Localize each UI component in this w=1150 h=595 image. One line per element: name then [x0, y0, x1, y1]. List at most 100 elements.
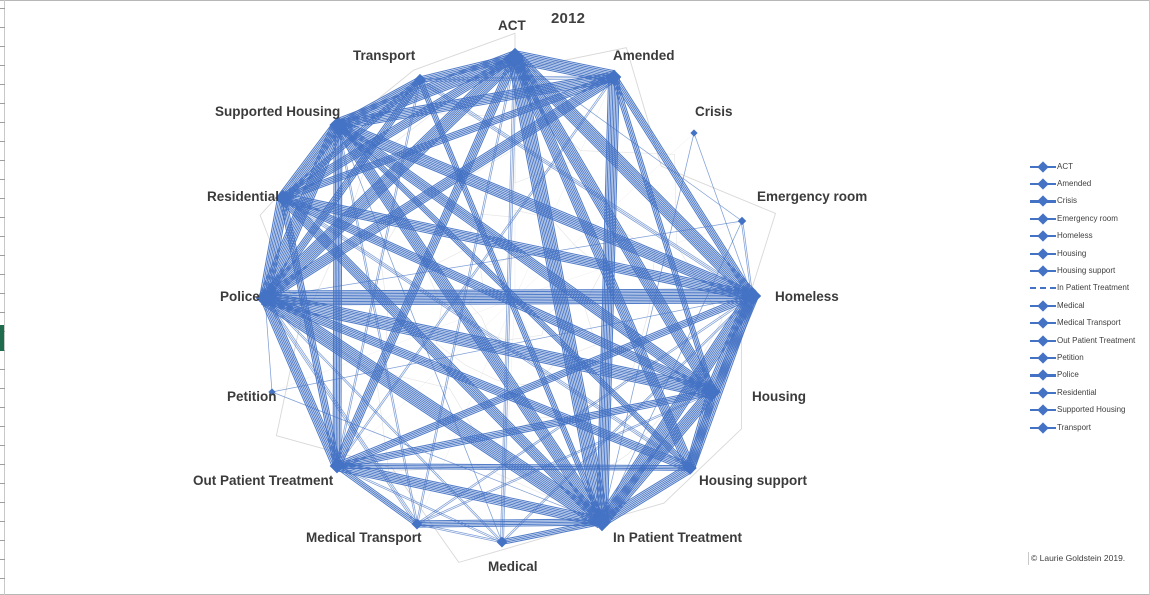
legend-item[interactable]: Medical	[1030, 297, 1150, 314]
network-node-out-patient-treatment[interactable]	[329, 458, 345, 474]
legend-item[interactable]: Out Patient Treatment	[1030, 332, 1150, 349]
network-node-crisis[interactable]	[690, 129, 698, 137]
network-edge	[279, 194, 606, 526]
network-edge	[509, 53, 718, 396]
row-tick	[0, 84, 5, 85]
network-node-amended[interactable]	[606, 69, 622, 85]
legend-item[interactable]: Homeless	[1030, 228, 1150, 245]
node-label-housing-support: Housing support	[699, 473, 807, 488]
network-edge	[263, 291, 714, 399]
legend-series-marker-icon	[1030, 334, 1056, 347]
row-tick	[0, 445, 5, 446]
network-node-supported-housing[interactable]	[329, 116, 347, 134]
row-tick	[0, 369, 5, 370]
legend-item-label: Medical Transport	[1057, 318, 1121, 328]
node-label-petition: Petition	[227, 389, 277, 404]
row-tick	[0, 8, 5, 9]
network-edge	[514, 56, 743, 222]
network-node-layer	[255, 47, 762, 548]
network-edge	[501, 295, 753, 543]
node-label-out-patient-treatment: Out Patient Treatment	[193, 473, 334, 488]
row-tick	[0, 521, 5, 522]
row-tick	[0, 236, 5, 237]
legend-item[interactable]: Emergency room	[1030, 210, 1150, 227]
row-tick	[0, 255, 5, 256]
network-node-housing-support[interactable]	[683, 461, 697, 475]
legend-item[interactable]: Housing	[1030, 245, 1150, 262]
copyright-notice: © Laurie Goldstein 2019.	[1028, 552, 1125, 565]
legend-item[interactable]: Transport	[1030, 419, 1150, 436]
row-tick	[0, 274, 5, 275]
legend-series-marker-icon	[1030, 213, 1056, 225]
network-edge	[260, 52, 520, 303]
active-sheet-marker[interactable]	[0, 325, 4, 351]
legend-item[interactable]: In Patient Treatment	[1030, 280, 1150, 297]
network-node-medical-transport[interactable]	[411, 518, 423, 530]
legend-item-label: Housing	[1057, 248, 1087, 258]
network-node-emergency-room[interactable]	[737, 216, 747, 226]
legend-item[interactable]: Crisis	[1030, 193, 1150, 210]
network-edge	[611, 76, 715, 393]
row-tick	[0, 483, 5, 484]
legend-item[interactable]: ACT	[1030, 158, 1150, 175]
network-edge	[416, 518, 603, 528]
legend-series-marker-icon	[1030, 195, 1056, 208]
network-node-medical[interactable]	[496, 536, 508, 548]
legend-item-label: Supported Housing	[1057, 405, 1126, 415]
row-tick	[0, 65, 5, 66]
legend-item[interactable]: Supported Housing	[1030, 401, 1150, 418]
row-tick	[0, 160, 5, 161]
legend-item[interactable]: Police	[1030, 367, 1150, 384]
row-tick	[0, 388, 5, 389]
legend-series-marker-icon	[1030, 317, 1056, 329]
node-label-residential: Residential	[207, 189, 280, 204]
network-node-police[interactable]	[255, 288, 275, 308]
network-node-transport[interactable]	[413, 73, 427, 87]
row-tick	[0, 464, 5, 465]
network-edge	[264, 297, 503, 543]
legend-item[interactable]: Housing support	[1030, 262, 1150, 279]
legend-series-marker-icon	[1030, 300, 1056, 312]
node-label-in-patient-treatment: In Patient Treatment	[613, 530, 743, 545]
row-tick	[0, 46, 5, 47]
legend-item[interactable]: Amended	[1030, 175, 1150, 192]
node-label-homeless: Homeless	[775, 289, 839, 304]
row-tick	[0, 122, 5, 123]
network-node-petition[interactable]	[268, 388, 276, 396]
network-edge	[336, 464, 503, 544]
network-edge	[416, 522, 503, 544]
legend-item[interactable]: Petition	[1030, 349, 1150, 366]
row-tick	[0, 293, 5, 294]
legend-item-label: Housing support	[1057, 266, 1116, 276]
row-gutter[interactable]	[0, 0, 5, 595]
node-label-transport: Transport	[353, 48, 416, 63]
network-edge	[510, 52, 757, 301]
network-edge	[336, 388, 713, 470]
network-node-act[interactable]	[505, 47, 525, 67]
legend-item[interactable]: Residential	[1030, 384, 1150, 401]
network-edge	[601, 132, 695, 523]
network-node-in-patient-treatment[interactable]	[592, 512, 612, 532]
legend-item-label: Petition	[1057, 352, 1084, 362]
network-node-homeless[interactable]	[742, 286, 762, 306]
network-node-residential[interactable]	[275, 190, 291, 206]
legend-item-label: Transport	[1057, 422, 1091, 432]
row-tick	[0, 312, 5, 313]
legend-item[interactable]: Medical Transport	[1030, 315, 1150, 332]
legend-series-marker-icon	[1030, 387, 1056, 399]
node-label-act: ACT	[498, 18, 526, 33]
radar-spoke	[336, 297, 516, 467]
network-edge	[260, 291, 607, 529]
network-node-housing[interactable]	[703, 383, 721, 401]
network-edge	[258, 122, 345, 301]
network-edge	[335, 50, 518, 132]
legend-item-label: Crisis	[1057, 196, 1077, 206]
row-tick	[0, 578, 5, 579]
node-label-crisis: Crisis	[695, 104, 733, 119]
row-tick	[0, 141, 5, 142]
network-edge	[513, 50, 616, 84]
sheet-border-left	[4, 0, 5, 595]
row-tick	[0, 27, 5, 28]
